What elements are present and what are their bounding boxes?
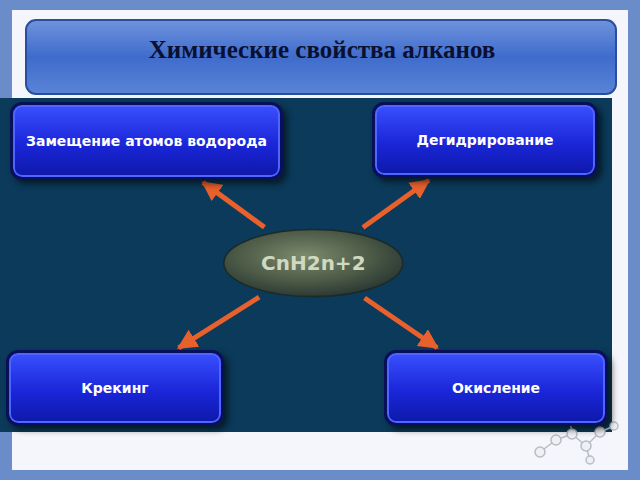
- property-box: Замещение атомов водорода: [10, 102, 283, 180]
- arrow-connector: [365, 298, 438, 348]
- box-label: Крекинг: [71, 374, 158, 403]
- diagram-panel: [0, 98, 612, 432]
- property-box: Окисление: [384, 350, 608, 426]
- formula-ellipse: CnH2n+2: [222, 228, 405, 298]
- property-box: Дегидрирование: [372, 102, 598, 178]
- arrow-connector: [203, 182, 264, 227]
- arrow-connector: [363, 180, 429, 227]
- box-label: Дегидрирование: [406, 126, 563, 155]
- title-bar: [26, 20, 616, 94]
- arrow-connector: [179, 297, 259, 348]
- property-box: Крекинг: [6, 350, 224, 426]
- formula-text: CnH2n+2: [249, 247, 377, 279]
- box-label: Окисление: [442, 374, 550, 403]
- box-label: Замещение атомов водорода: [16, 127, 277, 156]
- slide-title: Химические свойства алканов: [28, 22, 616, 92]
